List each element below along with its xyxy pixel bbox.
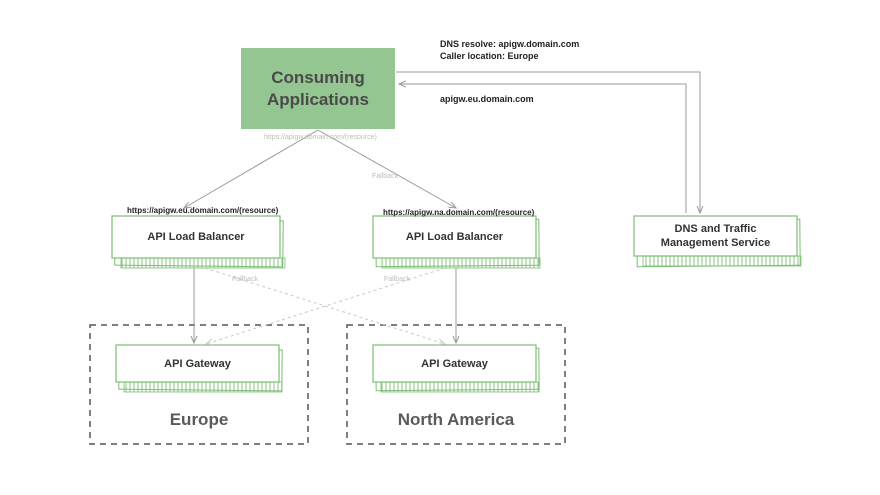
lb-europe-label: API Load Balancer [147, 231, 245, 243]
resource-url-note: https://apigw.domain.com/(resource) [264, 134, 377, 141]
dns-response-label: apigw.eu.domain.com [440, 94, 534, 104]
fallback-note-top: Fallback [372, 173, 399, 180]
dns-service-line1: DNS and Traffic [674, 223, 757, 235]
dns-service-shape [633, 215, 802, 268]
dns-resolve-line: DNS resolve: apigw.domain.com [440, 39, 580, 49]
arrow-apps-to-lb-europe [184, 129, 319, 208]
fallback-note-left: Fallback [232, 276, 259, 283]
lb-europe-url: https://apigw.eu.domain.com/(resource) [127, 206, 279, 215]
arrow-dns-response [399, 84, 687, 213]
fallback-note-right: Fallback [384, 276, 411, 283]
gateway-europe-shape [115, 344, 283, 393]
arrow-dns-request [396, 71, 700, 213]
consuming-applications-line1: Consuming [271, 67, 365, 87]
consuming-applications-box: Consuming Applications [241, 48, 395, 129]
region-title-north-america: North America [397, 410, 515, 429]
caller-location-line: Caller location: Europe [440, 51, 539, 61]
load-balancer-na-shape [372, 215, 541, 269]
load-balancer-europe-shape [111, 215, 286, 269]
gateway-na-label: API Gateway [421, 357, 488, 370]
arrow-apps-to-lb-na [317, 129, 456, 208]
gateway-europe-label: API Gateway [164, 357, 231, 370]
region-box-north-america [346, 324, 566, 445]
consuming-applications-line2: Applications [266, 89, 369, 109]
region-title-europe: Europe [169, 410, 229, 429]
lb-na-url: https://apigw.na.domain.com/(resource) [383, 208, 535, 217]
dns-service-label: DNS and Traffic Management Service [634, 216, 797, 256]
region-box-europe [89, 324, 309, 445]
lb-na-label: API Load Balancer [405, 231, 504, 243]
dns-service-line2: Management Service [660, 237, 771, 249]
dns-resolve-info: DNS resolve: apigw.domain.com Caller loc… [440, 38, 579, 62]
gateway-na-shape [372, 344, 540, 393]
